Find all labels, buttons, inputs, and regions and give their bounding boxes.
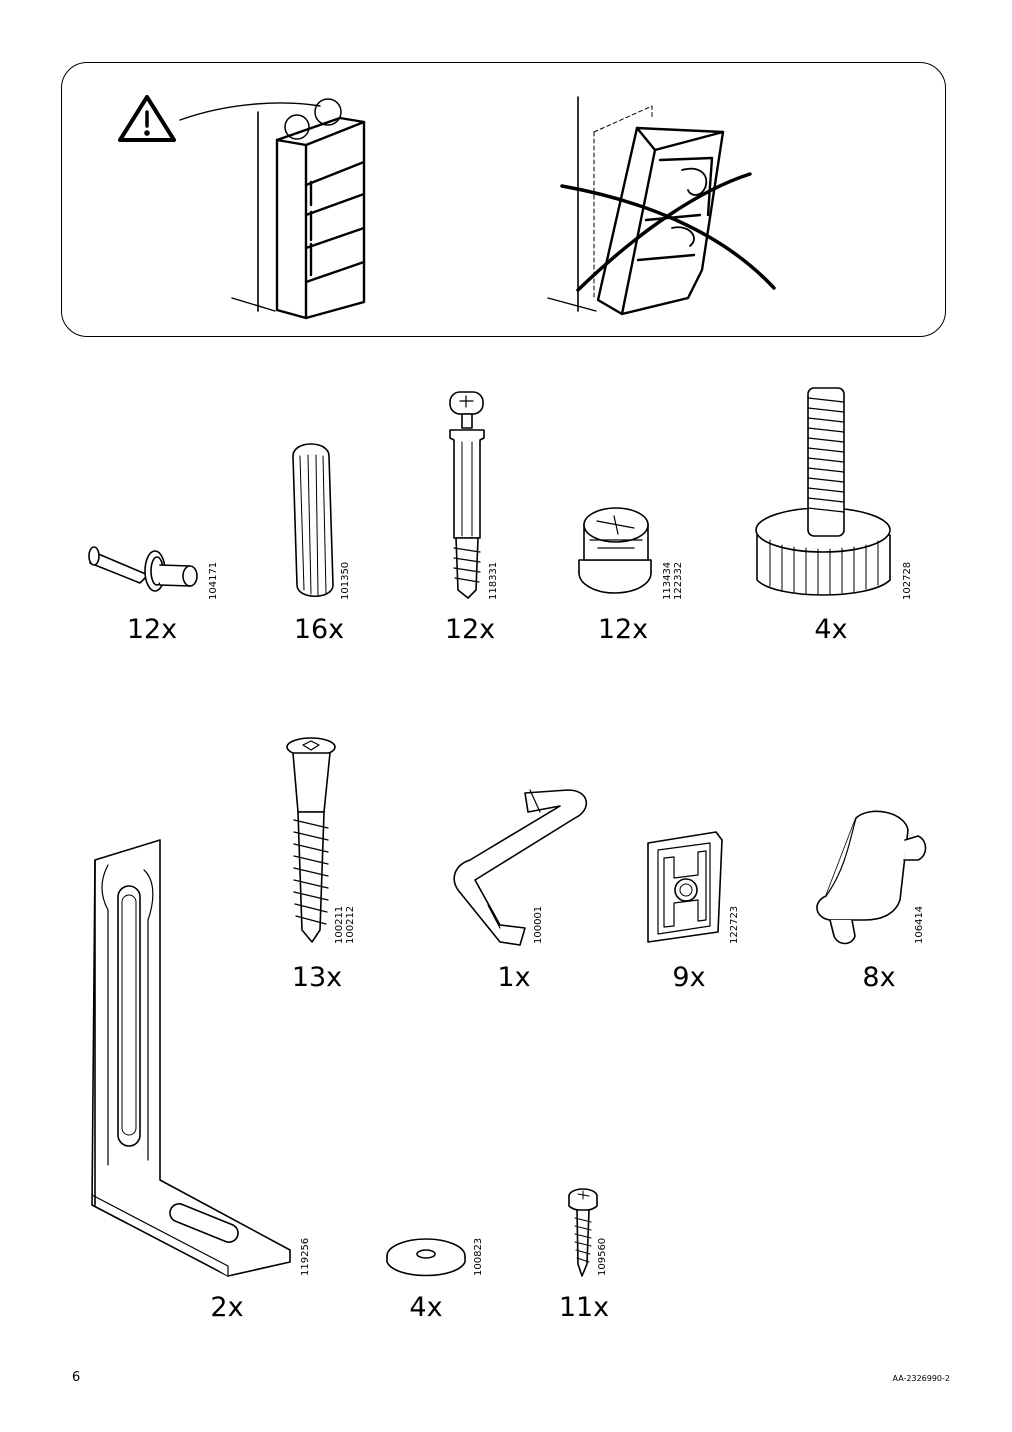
part-code: 106414 — [914, 905, 925, 944]
part-code: 100823 — [473, 1237, 484, 1276]
part-quantity: 16x — [293, 614, 345, 645]
part-quantity: 12x — [126, 614, 178, 645]
adjustable-foot-illustration — [755, 387, 891, 596]
part-code: 118331 — [488, 561, 499, 600]
allen-key-illustration — [453, 789, 587, 946]
l-bracket-illustration — [91, 839, 291, 1277]
document-id: AA-2326990-2 — [892, 1374, 950, 1383]
bookcase-tipping-illustration — [596, 126, 725, 316]
part-code: 101350 — [340, 561, 351, 600]
part-code: 100001 — [533, 905, 544, 944]
part-code: 104171 — [208, 561, 219, 600]
part-quantity: 2x — [210, 1292, 244, 1323]
part-quantity: 12x — [444, 614, 496, 645]
part-code: 109560 — [597, 1237, 608, 1276]
part-quantity: 4x — [814, 614, 848, 645]
warning-triangle-icon — [118, 95, 176, 142]
wooden-dowel-illustration — [292, 443, 334, 597]
part-quantity: 12x — [597, 614, 649, 645]
wood-screw-illustration — [568, 1188, 598, 1277]
cam-lock-illustration — [578, 507, 652, 594]
page-number: 6 — [72, 1370, 81, 1385]
part-quantity: 11x — [558, 1292, 610, 1323]
part-code: 102728 — [902, 561, 913, 600]
part-quantity: 9x — [672, 962, 706, 993]
clip-illustration — [647, 831, 723, 943]
wall-anchoring-warning-panel — [61, 62, 946, 337]
part-quantity: 13x — [291, 962, 343, 993]
part-code: 113434 122332 — [662, 561, 684, 600]
part-code: 119256 — [300, 1237, 311, 1276]
bookcase-anchored-illustration — [275, 116, 366, 320]
part-code: 122723 — [729, 905, 740, 944]
part-quantity: 4x — [409, 1292, 443, 1323]
screw-illustration — [286, 737, 336, 943]
part-code: 100211 100212 — [334, 905, 356, 944]
cam-bolt-illustration — [449, 391, 485, 599]
cam-dowel-illustration — [88, 546, 198, 592]
part-quantity: 1x — [497, 962, 531, 993]
part-quantity: 8x — [862, 962, 896, 993]
washer-illustration — [386, 1238, 466, 1277]
shelf-support-illustration — [816, 810, 927, 945]
